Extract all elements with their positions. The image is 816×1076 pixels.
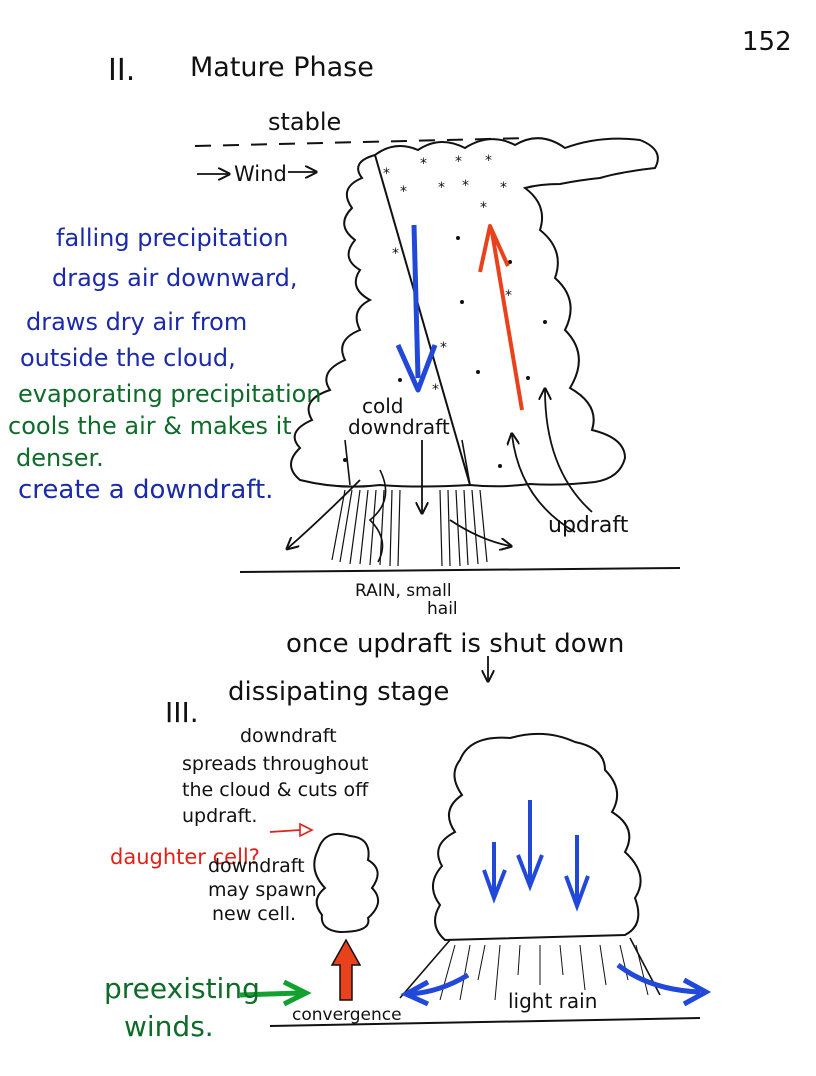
- desc-line-2: spreads throughout: [182, 753, 368, 775]
- shaft-edge-left: [344, 439, 351, 486]
- shaft-edge-right: [461, 439, 471, 486]
- note-green-1: evaporating precipitation: [18, 380, 322, 408]
- svg-text:*: *: [455, 154, 462, 170]
- note-blue-2: drags air downward,: [52, 264, 297, 292]
- desc-line-4: updraft.: [182, 805, 257, 827]
- spawn-line-2: may spawn: [208, 879, 317, 901]
- svg-text:*: *: [383, 166, 390, 182]
- daughter-cell-pointer: [269, 829, 301, 833]
- page-number: 152: [742, 27, 792, 57]
- desc-line-1: downdraft: [240, 725, 337, 747]
- light-rain-streaks: [439, 944, 649, 1001]
- dissipating-ground-line: [269, 1017, 701, 1027]
- note-blue-4: outside the cloud,: [20, 344, 236, 372]
- note-blue-3: draws dry air from: [26, 308, 247, 336]
- daughter-cell-label: daughter cell?: [110, 845, 260, 869]
- dissipating-downdraft-arrows: [482, 800, 590, 912]
- precipitation-downdraft-arrow: [395, 224, 438, 393]
- outflow-arrow-left: [288, 479, 361, 548]
- spawn-line-1: downdraft: [208, 855, 305, 877]
- rain-drops: [343, 236, 547, 468]
- transition-text: once updraft is shut down: [286, 629, 624, 659]
- updraft-arrow: [478, 224, 524, 411]
- daughter-cell-pointer-head: [299, 822, 314, 838]
- svg-text:*: *: [438, 180, 445, 196]
- stable-label: stable: [268, 108, 341, 136]
- rain-label: RAIN, small: [355, 581, 452, 601]
- inflow-arrow-1: [545, 390, 593, 513]
- wind-label: Wind: [234, 162, 287, 186]
- inflow-arrow-2: [512, 435, 576, 533]
- note-blue-1: falling precipitation: [56, 224, 288, 252]
- mature-notes: falling precipitation drags air downward…: [8, 224, 322, 505]
- mature-cloud-outline: [290, 137, 659, 488]
- svg-text:*: *: [400, 184, 407, 200]
- mature-heading-numeral: II.: [108, 53, 135, 88]
- spawn-line-3: new cell.: [212, 903, 296, 925]
- dissipating-cloud: [432, 732, 642, 942]
- svg-text:*: *: [462, 178, 469, 194]
- note-green-2: cools the air & makes it: [8, 412, 292, 440]
- svg-text:*: *: [505, 288, 512, 304]
- convergence-label: convergence: [292, 1005, 402, 1025]
- cold-label: cold: [362, 394, 403, 418]
- outflow-arrow-right: [449, 519, 510, 546]
- mature-heading-text: Mature Phase: [190, 52, 374, 83]
- daughter-cloud: [313, 832, 379, 934]
- spawn-note: downdraft may spawn new cell.: [208, 855, 317, 925]
- svg-text:*: *: [480, 200, 487, 216]
- dissipating-heading-numeral: III.: [165, 696, 199, 729]
- ice-crystals: **** **** *** **: [383, 153, 512, 398]
- svg-text:*: *: [420, 156, 427, 172]
- preexisting-label-1: preexisting: [104, 972, 260, 1005]
- updraft-label: updraft: [548, 513, 629, 538]
- hail-label: hail: [427, 599, 458, 619]
- note-green-3: denser.: [16, 444, 104, 472]
- new-updraft-arrow: [330, 938, 362, 1001]
- rain-edge-left: [399, 939, 451, 999]
- svg-text:*: *: [485, 153, 492, 169]
- svg-text:*: *: [500, 180, 507, 196]
- svg-text:*: *: [392, 246, 399, 262]
- svg-text:*: *: [432, 382, 439, 398]
- preexisting-winds-arrow: [239, 979, 312, 1007]
- desc-line-3: the cloud & cuts off: [182, 779, 369, 801]
- svg-text:*: *: [440, 340, 447, 356]
- outflow-swirl: [368, 469, 387, 563]
- dissipating-outflow-arrows: [400, 963, 712, 1007]
- dissipating-heading-text: dissipating stage: [228, 677, 449, 707]
- light-rain-label: light rain: [508, 989, 597, 1013]
- cold-downdraft-label: downdraft: [348, 415, 450, 439]
- preexisting-label-2: winds.: [124, 1010, 214, 1043]
- dissipating-description: downdraft spreads throughout the cloud &…: [182, 725, 369, 827]
- mature-ground-line: [239, 567, 681, 573]
- note-blue-5: create a downdraft.: [18, 475, 273, 505]
